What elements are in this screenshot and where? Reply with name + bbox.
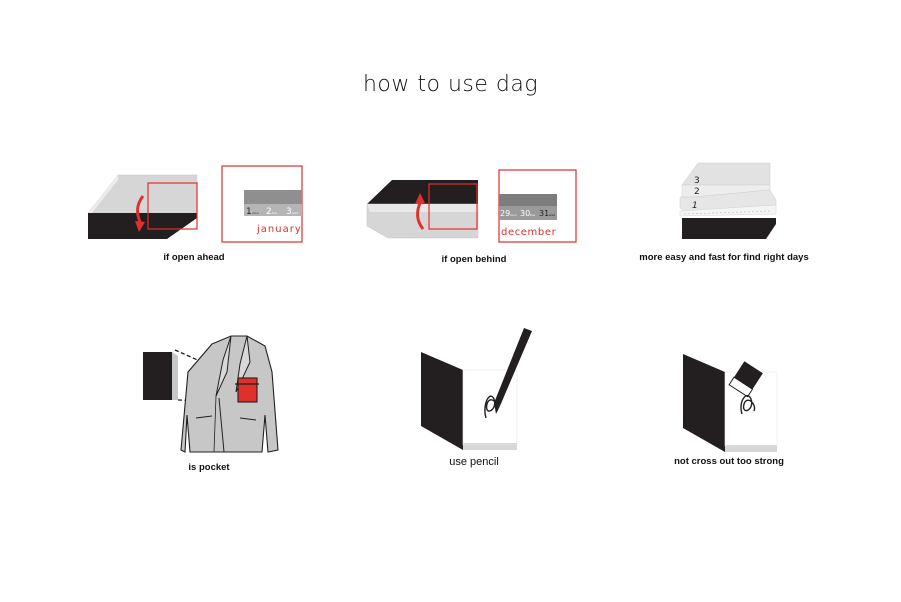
caption-find-days: more easy and fast for find right days [639, 252, 809, 263]
tab-month: december [501, 227, 557, 238]
page-digit-1: 1 [692, 201, 698, 211]
tab-day-2: 2 [266, 207, 272, 217]
caption-pocket: is pocket [188, 462, 230, 473]
caption-pencil: use pencil [449, 456, 499, 468]
tab-month: january [256, 224, 302, 235]
page-title: how to use dag [362, 72, 539, 97]
tab-day-31: 31 [539, 209, 549, 218]
caption-open-ahead: if open ahead [163, 252, 225, 263]
tab-day-30-suffix: tue [530, 213, 535, 217]
tab-day-3-suffix: wed [292, 211, 298, 215]
tab-day-29-suffix: mon [510, 213, 517, 217]
caption-open-behind: if open behind [441, 254, 507, 265]
tab-day-1-suffix: mon [252, 211, 259, 215]
tab-day-30: 30 [520, 209, 530, 218]
caption-eraser: not cross out too strong [674, 456, 784, 467]
tab-day-29: 29 [500, 209, 510, 218]
tab-day-1: 1 [246, 207, 252, 217]
tab-day-3: 3 [286, 207, 292, 217]
tab-day-2-suffix: tue [272, 211, 277, 215]
tab-day-31-suffix: wed [549, 213, 555, 217]
page-digit-2: 2 [694, 187, 700, 197]
page-digit-3: 3 [694, 176, 700, 186]
